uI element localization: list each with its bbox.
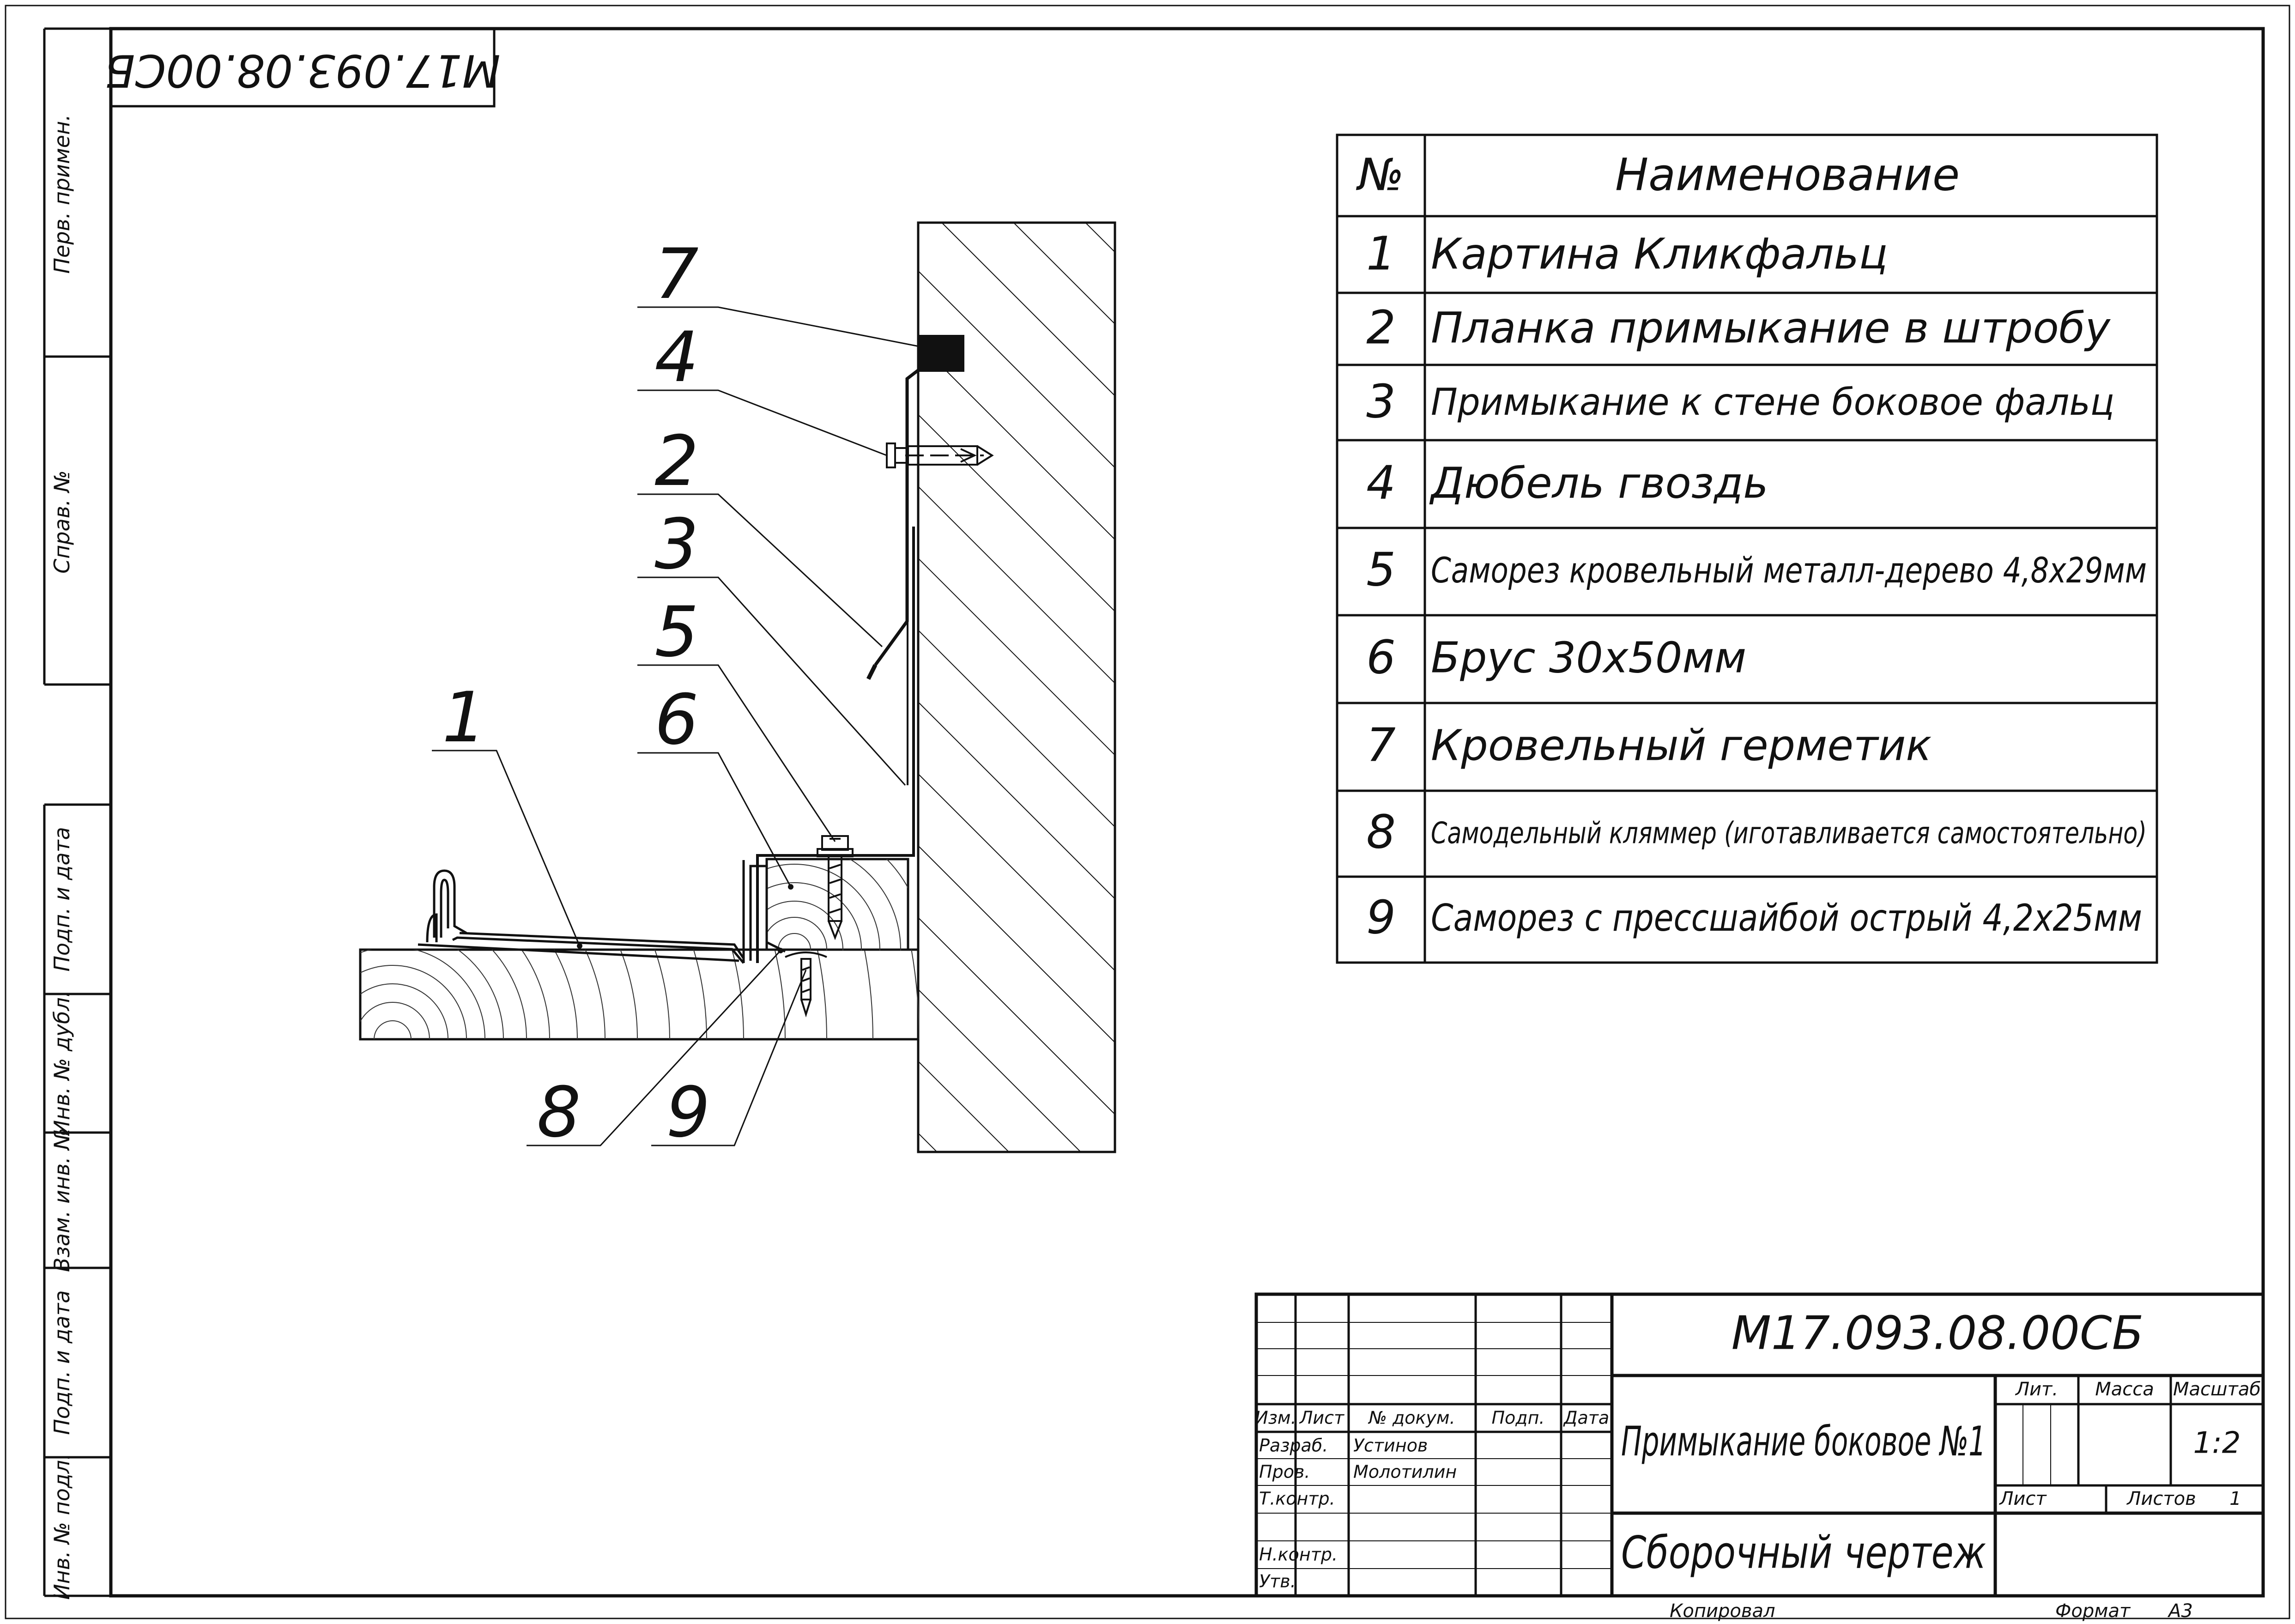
side-stamp-sprav-no: Справ. № <box>49 470 74 574</box>
clamp <box>749 865 786 961</box>
side-stamp-inv-podl: Инв. № подл. <box>49 1453 74 1600</box>
callout-8: 8 <box>537 1073 581 1153</box>
parts-row-no: 5 <box>1366 542 1396 596</box>
wall-section <box>917 221 1116 1153</box>
masshtab-value: 1:2 <box>2193 1426 2241 1460</box>
callout-1: 1 <box>442 678 486 758</box>
press-washer-screw <box>785 951 827 1018</box>
massa-label: Масса <box>2095 1379 2154 1400</box>
list-label: Лист <box>1998 1488 2047 1509</box>
dowel-nail <box>886 442 994 468</box>
callout-3: 3 <box>654 504 698 585</box>
side-stamp-inv-dubl: Инв. № дубл. <box>49 991 74 1136</box>
parts-row-no: 2 <box>1366 300 1396 354</box>
name-razrab: Устинов <box>1353 1436 1428 1456</box>
col-izm: Изм. <box>1255 1408 1296 1428</box>
callout-5: 5 <box>654 592 698 673</box>
format-label: Формат <box>2055 1600 2131 1622</box>
assembly-drawing <box>359 221 1116 1153</box>
side-stamp-perv-primen: Перв. примен. <box>49 114 74 273</box>
parts-row-no: 8 <box>1366 805 1396 859</box>
groove-strip <box>874 368 920 667</box>
parts-row-no: 6 <box>1366 630 1396 684</box>
callout-6: 6 <box>654 680 698 760</box>
role-nkontr: Н.контр. <box>1259 1545 1338 1565</box>
parts-row-name: Дюбель гвоздь <box>1429 458 1768 508</box>
listov-value: 1 <box>2229 1488 2241 1509</box>
parts-row-no: 7 <box>1366 718 1396 772</box>
parts-table-header-no: № <box>1356 149 1404 200</box>
callout-9: 9 <box>666 1073 710 1153</box>
parts-row-name: Кровельный герметик <box>1431 721 1932 770</box>
col-no-dokum: № докум. <box>1368 1408 1455 1428</box>
format-value: А3 <box>2167 1600 2193 1622</box>
col-data: Дата <box>1563 1408 1609 1428</box>
name-prov: Молотилин <box>1353 1462 1457 1482</box>
title-block-doc-type: Сборочный чертеж <box>1621 1527 1986 1578</box>
sealant <box>919 335 964 372</box>
callout-numbers: 7 4 2 3 5 6 1 8 9 <box>442 234 710 1153</box>
parts-row-name: Планка примыкание в штробу <box>1431 303 2111 352</box>
masshtab-label: Масштаб <box>2173 1379 2261 1400</box>
role-utv: Утв. <box>1259 1571 1296 1592</box>
lit-label: Лит. <box>2015 1379 2058 1400</box>
listov-label: Листов <box>2126 1488 2196 1509</box>
title-block: М17.093.08.00СБ Примыкание боковое №1 Сб… <box>1254 1292 2265 1622</box>
role-prov: Пров. <box>1259 1462 1310 1482</box>
parts-row-name: Картина Кликфальц <box>1431 229 1888 279</box>
inner-frame <box>109 27 2265 1598</box>
side-stamp-podp-data-1: Подп. и дата <box>49 827 74 971</box>
leader-lines <box>432 306 920 1146</box>
callout-4: 4 <box>654 317 698 398</box>
parts-row-no: 1 <box>1366 226 1396 280</box>
role-razrab: Разраб. <box>1259 1436 1328 1456</box>
parts-row-name: Саморез с прессшайбой острый 4,2х25мм <box>1431 897 2142 939</box>
parts-row-name: Саморез кровельный металл-дерево 4,8х29м… <box>1431 550 2147 591</box>
title-block-code: М17.093.08.00СБ <box>1732 1306 2144 1360</box>
top-code-box: М17.093.08.00СБ <box>105 27 501 108</box>
col-podp: Подп. <box>1491 1408 1544 1428</box>
parts-row-name: Брус 30х50мм <box>1431 633 1746 682</box>
side-stamp-podp-data-2: Подп. и дата <box>49 1290 74 1435</box>
outer-border <box>5 5 2290 1619</box>
side-stamp: Перв. примен. Справ. № Подп. и дата Инв.… <box>43 27 111 1600</box>
roof-panel <box>418 869 745 964</box>
parts-table: № Наименование 1 Картина Кликфальц 2 Пла… <box>1336 133 2158 964</box>
side-stamp-vzam-inv: Взам. инв. № <box>49 1128 74 1272</box>
callout-7: 7 <box>654 234 698 315</box>
parts-row-no: 3 <box>1366 374 1396 428</box>
deck-board <box>359 948 920 1041</box>
callout-2: 2 <box>654 421 698 502</box>
col-list: Лист <box>1299 1408 1345 1428</box>
title-block-title: Примыкание боковое №1 <box>1621 1418 1986 1465</box>
parts-row-name: Примыкание к стене боковое фальц <box>1431 381 2114 424</box>
role-tkontr: Т.контр. <box>1259 1489 1335 1509</box>
top-code-text: М17.093.08.00СБ <box>105 45 501 97</box>
parts-row-no: 4 <box>1366 455 1396 509</box>
parts-row-name: Самодельный кляммер (иготавливается само… <box>1431 817 2147 851</box>
parts-table-header-name: Наименование <box>1615 149 1960 200</box>
parts-row-no: 9 <box>1366 890 1396 944</box>
kopiroval-label: Копировал <box>1670 1600 1775 1622</box>
roofing-screw <box>817 835 854 940</box>
wood-bar <box>765 858 909 951</box>
